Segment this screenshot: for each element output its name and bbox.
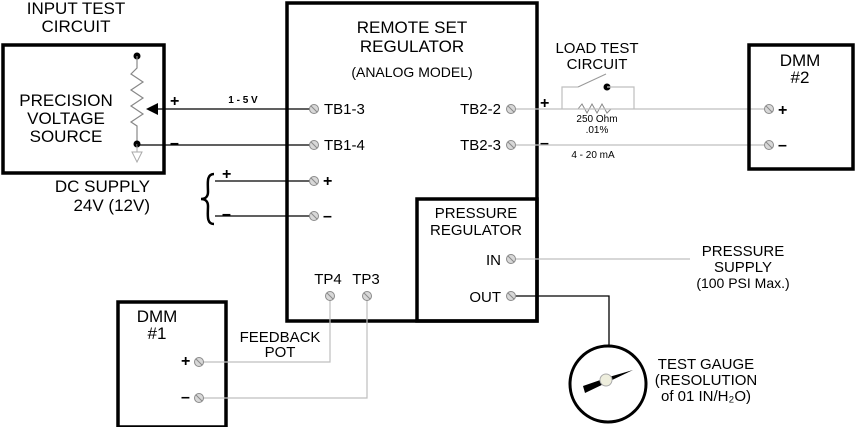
pressure-regulator: PRESSURE REGULATOR IN OUT <box>415 197 539 323</box>
feedback-pot-title-1: FEEDBACK <box>240 329 321 346</box>
terminal-tb1-3-label: TB1-3 <box>324 101 365 118</box>
regulator-subtitle: (ANALOG MODEL) <box>351 64 472 80</box>
dmm-2: DMM #2 + – <box>747 43 855 171</box>
feedback-pot: FEEDBACK POT <box>240 329 321 361</box>
load-test-title-2: CIRCUIT <box>567 56 628 73</box>
screw-tp3-icon <box>362 291 372 301</box>
switch-wire <box>561 86 578 109</box>
gauge-line <box>516 295 610 345</box>
wire-tp3 <box>200 296 368 399</box>
signal-range-label: 1 - 5 V <box>228 95 258 106</box>
dmm-1-box <box>116 300 228 427</box>
screw-terminals <box>194 104 774 403</box>
remote-set-regulator-box <box>285 1 539 323</box>
screw-in-icon <box>506 254 516 264</box>
test-gauge-units: of 01 IN/H₂O) <box>661 388 751 405</box>
dmm-1-title-2: #1 <box>148 324 167 343</box>
potentiometer-icon <box>129 52 158 164</box>
screw-dmm2-plus-icon <box>764 104 774 114</box>
dmm-1-plus: + <box>181 353 190 370</box>
pressure-regulator-title-1: PRESSURE <box>435 205 518 222</box>
remote-set-regulator: REMOTE SET REGULATOR (ANALOG MODEL) TB1-… <box>285 1 539 323</box>
screw-supply-minus-icon <box>309 211 319 221</box>
source-minus: – <box>170 135 179 152</box>
screw-tb2-2-icon <box>506 104 516 114</box>
regulator-title-2: REGULATOR <box>360 37 464 56</box>
resistor-value: 250 Ohm <box>576 114 617 125</box>
dc-supply-label: DC SUPPLY <box>55 177 150 196</box>
dc-supply: DC SUPPLY 24V (12V) + – <box>55 166 310 226</box>
pressure-supply-title-2: SUPPLY <box>714 259 772 276</box>
screw-tb1-3-icon <box>309 104 319 114</box>
pressure-supply-title-1: PRESSURE <box>702 243 785 260</box>
supply-minus-terminal-label: – <box>323 208 332 225</box>
test-gauge: TEST GAUGE (RESOLUTION of 01 IN/H₂O) <box>568 344 758 424</box>
resistor-tolerance: .01% <box>586 125 609 136</box>
port-out-label: OUT <box>469 289 501 306</box>
dmm-1-minus: – <box>181 389 190 406</box>
screw-supply-plus-icon <box>309 176 319 186</box>
terminal-tb1-4-label: TB1-4 <box>324 137 365 154</box>
regulator-title-1: REMOTE SET <box>357 18 468 37</box>
wire-tp4 <box>200 296 331 363</box>
pressure-regulator-box <box>415 197 539 323</box>
supply-plus-terminal-label: + <box>323 173 332 190</box>
input-test-circuit: INPUT TEST CIRCUIT PRECISION VOLTAGE SOU… <box>1 0 258 175</box>
screw-dmm2-minus-icon <box>764 140 774 150</box>
test-gauge-resolution: (RESOLUTION <box>655 372 758 389</box>
dc-minus: – <box>222 206 231 223</box>
switch-icon <box>577 73 607 88</box>
load-plus: + <box>540 95 549 112</box>
load-minus: – <box>540 135 549 152</box>
terminal-tb2-2-label: TB2-2 <box>460 101 501 118</box>
terminal-tp4-label: TP4 <box>314 271 342 288</box>
brace-icon <box>200 172 215 226</box>
dmm-2-title-2: #2 <box>791 68 810 87</box>
wiper-arrow-icon <box>146 103 158 115</box>
screw-tb2-3-icon <box>506 140 516 150</box>
screw-out-icon <box>506 291 516 301</box>
dmm-2-minus: – <box>778 137 787 154</box>
dmm-1: DMM #1 + – <box>116 300 228 427</box>
terminal-tp3-label: TP3 <box>352 271 380 288</box>
dc-supply-voltage: 24V (12V) <box>73 196 150 215</box>
load-test-title-1: LOAD TEST <box>555 40 638 57</box>
dmm-2-plus: + <box>778 102 787 119</box>
voltage-label: VOLTAGE <box>27 109 105 128</box>
port-in-label: IN <box>486 252 501 269</box>
current-range-label: 4 - 20 mA <box>571 150 615 161</box>
load-test-circuit: LOAD TEST CIRCUIT + – 250 Ohm .01% 4 - 2… <box>540 40 639 161</box>
source-plus: + <box>170 93 179 110</box>
feedback-pot-title-2: POT <box>265 344 296 361</box>
source-label: SOURCE <box>30 127 103 146</box>
dmm-1-title-1: DMM <box>137 307 178 326</box>
test-gauge-title: TEST GAUGE <box>658 356 754 373</box>
pressure-supply: PRESSURE SUPPLY (100 PSI Max.) <box>696 243 789 291</box>
screw-dmm1-minus-icon <box>194 393 204 403</box>
gauge-hub-icon <box>599 373 613 387</box>
ground-icon <box>131 151 143 164</box>
input-test-title-2: CIRCUIT <box>42 17 111 36</box>
screw-tb1-4-icon <box>309 140 319 150</box>
precision-label: PRECISION <box>19 91 113 110</box>
dc-plus: + <box>222 166 231 183</box>
terminal-tb2-3-label: TB2-3 <box>460 137 501 154</box>
pressure-supply-max: (100 PSI Max.) <box>696 275 789 291</box>
screw-tp4-icon <box>325 291 335 301</box>
screw-dmm1-plus-icon <box>194 357 204 367</box>
dmm-2-title-1: DMM <box>780 51 821 70</box>
pressure-regulator-title-2: REGULATOR <box>430 222 522 239</box>
dmm-2-box <box>747 43 855 171</box>
input-test-title-1: INPUT TEST <box>27 0 126 18</box>
